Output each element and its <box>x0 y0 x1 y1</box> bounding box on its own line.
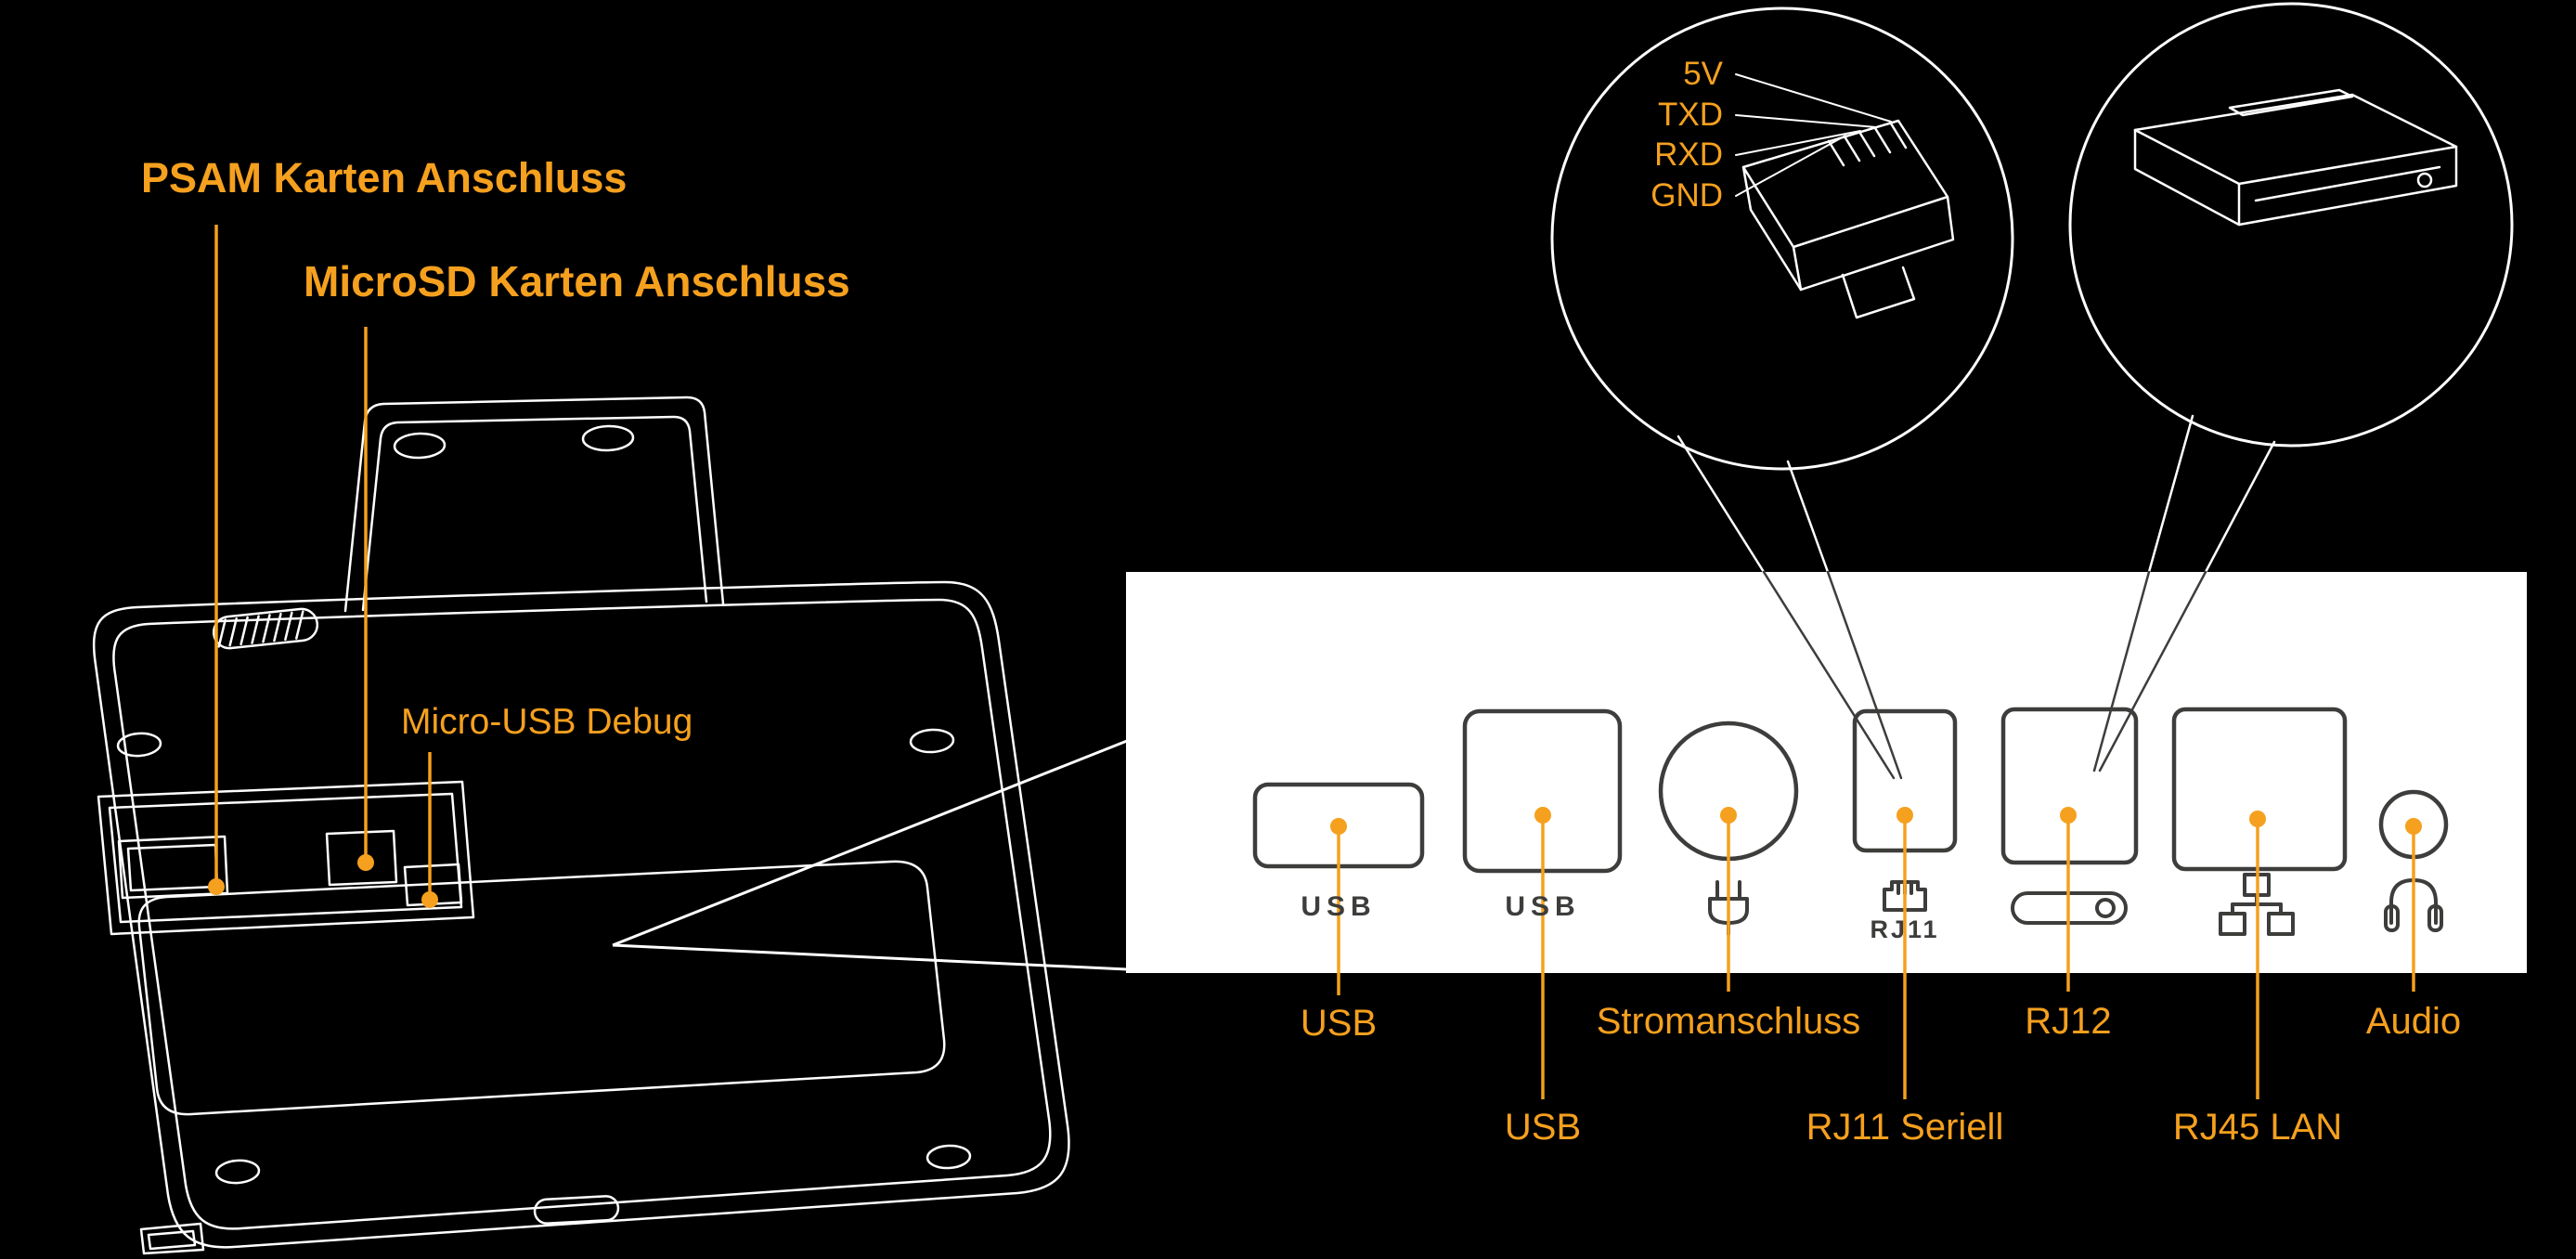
rj11-seriell-label: RJ11 Seriell <box>1806 1107 2004 1148</box>
body-outline <box>92 580 1070 1249</box>
rj11-pinout-callout <box>1550 6 2014 780</box>
psam-label: PSAM Karten Anschluss <box>141 154 628 201</box>
audio-leader-dot <box>2405 818 2422 835</box>
usb-small-label: USB <box>1300 1003 1378 1044</box>
callout-circle-reader <box>2068 2 2514 448</box>
usb-large-leader-dot <box>1534 807 1551 824</box>
pin-label-rxd: RXD <box>1654 136 1723 173</box>
stand-hole <box>393 432 447 460</box>
usb-small-leader-dot <box>1330 818 1347 835</box>
body-hole <box>909 728 955 754</box>
reader-box-drawing <box>2133 88 2458 227</box>
ports-panel <box>1126 572 2527 973</box>
panel-icons <box>1708 873 2443 936</box>
rj45-port <box>2171 707 2348 872</box>
reader-device-callout <box>2068 2 2514 772</box>
stand-hole <box>581 424 635 452</box>
rj11-caption: RJ11 <box>1870 915 1940 943</box>
pin-label-gnd: GND <box>1650 177 1723 214</box>
usb-large-label: USB <box>1504 1107 1582 1148</box>
orange-leader-lines <box>214 225 2415 1099</box>
rj11-leader-dot <box>1896 807 1913 824</box>
rj45-leader-dot <box>2249 811 2266 827</box>
orange-leader-dots <box>208 807 2422 908</box>
audio-label: Audio <box>2365 1001 2462 1042</box>
pin-pointer-lines <box>1735 73 1892 197</box>
speaker-grille <box>212 607 319 650</box>
device-back-drawing <box>92 396 1070 1255</box>
body-hole <box>116 732 162 758</box>
body-hole <box>926 1144 972 1170</box>
microsd-slot <box>325 829 398 887</box>
rj12-leader-dot <box>2060 807 2077 824</box>
pin-label-5v: 5V <box>1683 56 1723 92</box>
card-tray <box>97 780 475 936</box>
micro-usb-debug-port <box>403 863 463 907</box>
debug-leader-dot <box>421 891 438 908</box>
power-label: Stromanschluss <box>1596 1001 1861 1042</box>
callout-circle-rj11 <box>1550 6 2014 471</box>
microsd-leader-dot <box>357 854 374 871</box>
microsd-label: MicroSD Karten Anschluss <box>304 257 850 305</box>
pin-label-txd: TXD <box>1658 97 1723 133</box>
body-hole <box>214 1159 261 1185</box>
bottom-connector <box>139 1222 205 1255</box>
back-cover <box>137 860 946 1116</box>
rj11-connector-drawing <box>1741 119 1955 319</box>
rj45-lan-label: RJ45 LAN <box>2172 1107 2343 1148</box>
panel-callout-wedge <box>612 739 1128 971</box>
power-leader-dot <box>1720 807 1737 824</box>
micro-usb-debug-label: Micro-USB Debug <box>401 702 693 742</box>
usb-large-caption: USB <box>1505 891 1581 922</box>
usb-small-caption: USB <box>1301 891 1377 922</box>
bottom-slot <box>533 1195 620 1225</box>
psam-leader-dot <box>208 878 225 895</box>
rj12-label: RJ12 <box>2025 1001 2112 1042</box>
stand-outline <box>343 396 725 613</box>
